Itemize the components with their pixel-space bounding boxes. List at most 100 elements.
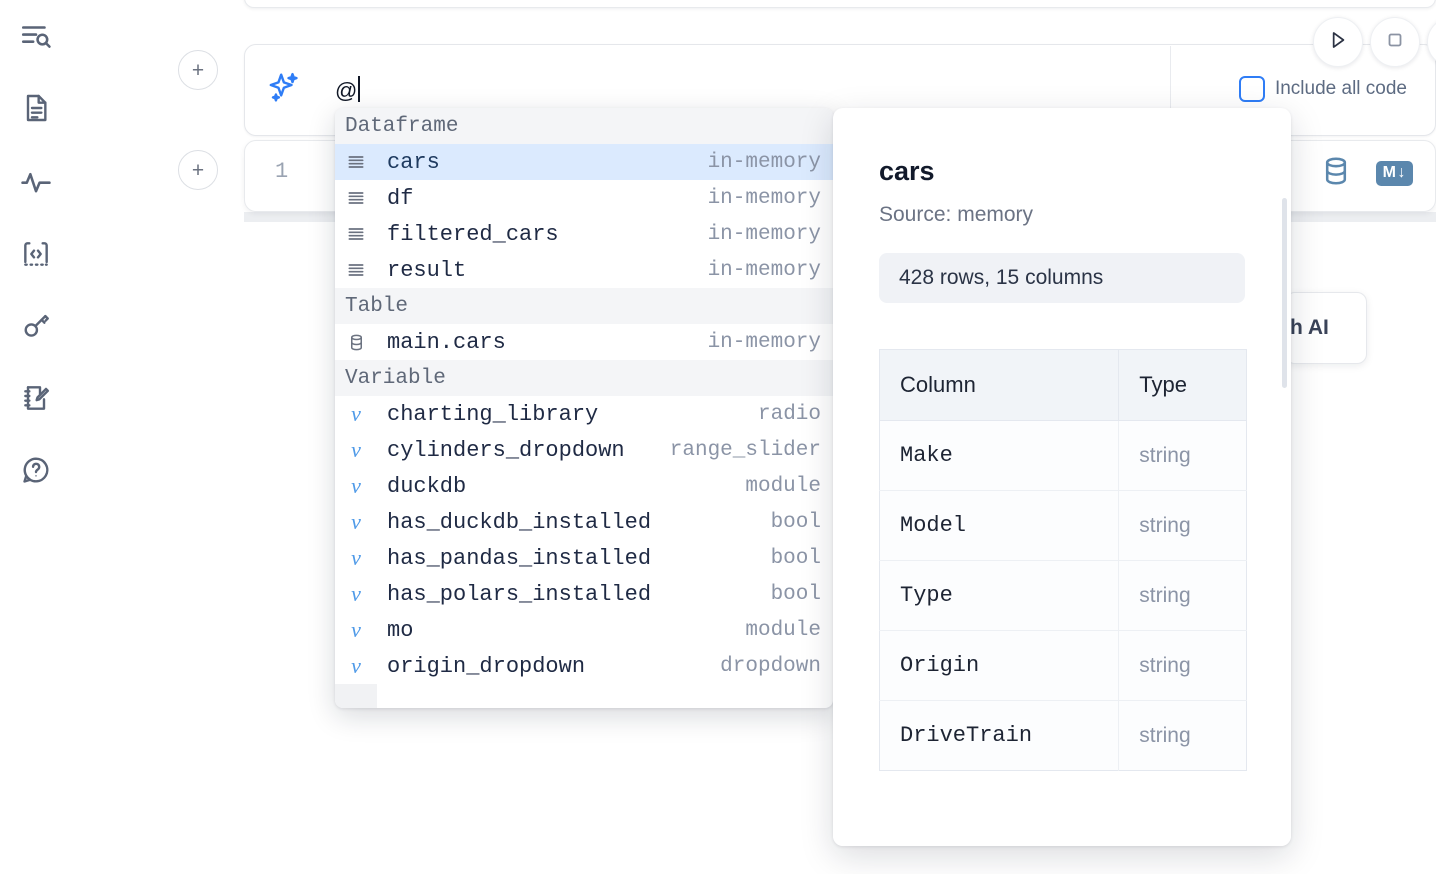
autocomplete-item[interactable]: v has_polars_installed bool [335, 576, 833, 612]
column-name-cell: Origin [879, 630, 1120, 701]
sidebar-item-scratchpad[interactable] [14, 376, 58, 420]
plus-icon: + [191, 158, 205, 182]
autocomplete-item-type: bool [770, 546, 821, 570]
autocomplete-group-header: Variable [335, 360, 833, 396]
ai-bar-divider [1170, 46, 1171, 136]
variable-icon: v [351, 545, 361, 570]
dataframe-detail-popover: cars Source: memory 428 rows, 15 columns… [833, 108, 1291, 846]
autocomplete-item-name: has_duckdb_installed [387, 509, 652, 535]
stop-button[interactable] [1370, 17, 1420, 67]
variable-icon: v [351, 401, 361, 426]
column-type-cell: string [1118, 490, 1247, 561]
left-icon-rail [0, 0, 72, 874]
autocomplete-item-name: cylinders_dropdown [387, 437, 625, 463]
autocomplete-item-name: has_polars_installed [387, 581, 652, 607]
autocomplete-item-name: mo [387, 617, 414, 643]
sparkles-icon [267, 71, 301, 105]
variable-icon: v [351, 509, 361, 534]
dataframe-icon [335, 152, 377, 172]
sidebar-item-explorer-search[interactable] [14, 14, 58, 58]
sidebar-item-help[interactable] [14, 448, 58, 492]
autocomplete-item[interactable]: df in-memory [335, 180, 833, 216]
run-button[interactable] [1313, 17, 1363, 67]
autocomplete-item[interactable]: v duckdb module [335, 468, 833, 504]
autocomplete-group-header: Dataframe [335, 108, 833, 144]
autocomplete-item-type: in-memory [707, 330, 821, 354]
sidebar-item-activity[interactable] [14, 160, 58, 204]
column-name-cell: DriveTrain [879, 700, 1120, 771]
autocomplete-item[interactable]: result in-memory [335, 252, 833, 288]
sidebar-item-code-snippet[interactable] [14, 232, 58, 276]
column-name-cell: Type [879, 560, 1120, 631]
autocomplete-item-type: in-memory [707, 186, 821, 210]
dataframe-icon [335, 260, 377, 280]
key-icon [20, 310, 52, 342]
sidebar-item-secrets[interactable] [14, 304, 58, 348]
autocomplete-item-name: duckdb [387, 473, 467, 499]
variable-icon: v [351, 473, 361, 498]
code-snippet-icon [20, 238, 52, 270]
stop-square-icon [1383, 28, 1407, 57]
include-all-code-label: Include all code [1274, 78, 1407, 99]
autocomplete-item-name: df [387, 185, 414, 211]
database-icon[interactable] [1320, 155, 1352, 192]
detail-fade-overlay [833, 800, 1291, 846]
ai-prompt-input[interactable]: @ [335, 59, 1169, 123]
autocomplete-item-name: filtered_cars [387, 221, 559, 247]
autocomplete-item-name: charting_library [387, 401, 599, 427]
markdown-arrow: ↓ [1397, 164, 1406, 182]
include-all-code-toggle[interactable]: Include all code [1238, 76, 1407, 102]
variable-icon: v [351, 581, 361, 606]
autocomplete-item-type: in-memory [707, 222, 821, 246]
autocomplete-item-type: range_slider [669, 438, 821, 462]
autocomplete-item-type: in-memory [707, 150, 821, 174]
table-column-header: Column [879, 349, 1120, 421]
cell-toolbar: M↓ [1320, 155, 1413, 192]
cell-above-fragment [244, 0, 1436, 8]
detail-shape-badge: 428 rows, 15 columns [879, 253, 1245, 303]
autocomplete-item-name: result [387, 257, 467, 283]
detail-title: cars [879, 156, 935, 186]
table-column-header: Type [1118, 349, 1247, 421]
autocomplete-item-type: module [745, 474, 821, 498]
autocomplete-item-type: bool [770, 582, 821, 606]
markdown-letter: M [1382, 164, 1397, 182]
notepad-edit-icon [20, 382, 52, 414]
markdown-badge[interactable]: M↓ [1375, 161, 1413, 186]
detail-scrollbar[interactable] [1282, 198, 1287, 388]
checkbox-icon[interactable] [1238, 76, 1265, 102]
line-number: 1 [275, 159, 289, 184]
autocomplete-item-name: has_pandas_installed [387, 545, 652, 571]
add-cell-button-bottom[interactable]: + [178, 150, 218, 190]
column-type-cell: string [1118, 700, 1247, 771]
sidebar-item-document[interactable] [14, 86, 58, 130]
play-icon [1325, 27, 1351, 58]
column-name-cell: Make [879, 420, 1120, 491]
autocomplete-item[interactable]: v has_pandas_installed bool [335, 540, 833, 576]
autocomplete-item-name: origin_dropdown [387, 653, 586, 679]
column-name-cell: Model [879, 490, 1120, 561]
help-chat-icon [20, 454, 52, 486]
autocomplete-item[interactable]: filtered_cars in-memory [335, 216, 833, 252]
generate-with-ai-card[interactable]: h AI [1285, 292, 1367, 364]
document-icon [20, 92, 52, 124]
add-cell-button-top[interactable]: + [178, 50, 218, 90]
autocomplete-item-type: in-memory [707, 258, 821, 282]
autocomplete-group-header: Table [335, 288, 833, 324]
